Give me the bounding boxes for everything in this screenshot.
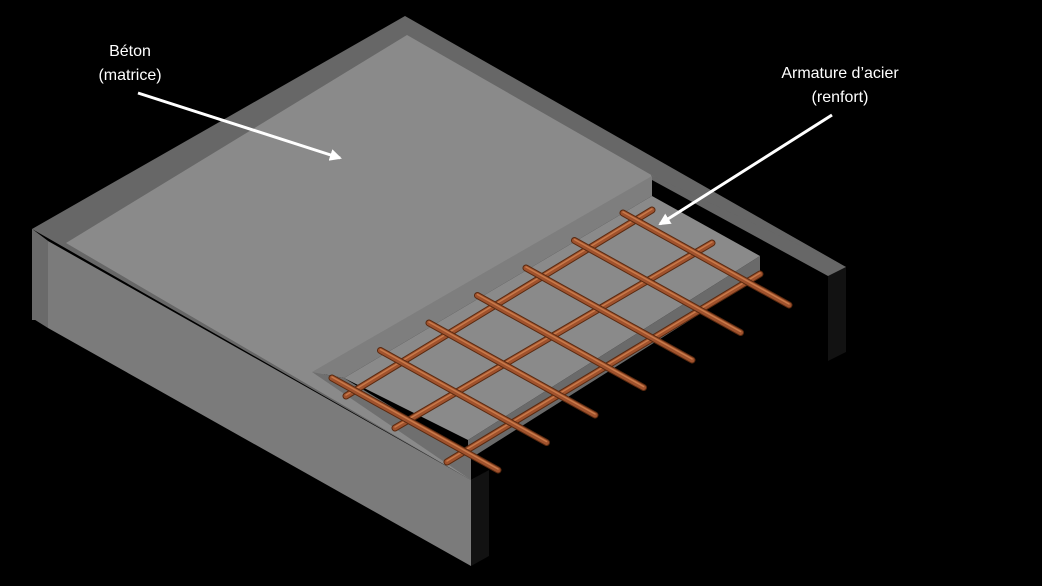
rebar-transverse [329,375,501,473]
slab-left-end [32,229,48,328]
rebar-transverse-highlight [622,211,790,305]
rebar-longitudinal [343,207,655,399]
steel-label-line2: (renfort) [811,89,869,106]
slab-front-wall-cut [312,372,471,480]
steel-label-line1: Armature d’acier [781,65,899,82]
concrete-label: Béton (matrice) [70,40,190,88]
rebar-transverse-highlight [379,348,548,443]
rebar-transverse-highlight [331,376,499,470]
cutaway-floor [312,176,652,378]
rebar-transverse [523,265,695,363]
rebar-transverse [378,348,549,445]
slab-front-face-main [48,241,471,566]
rebar-longitudinal-highlight [345,208,653,396]
rebar-transverse-highlight [476,293,645,388]
rebar-transverse-highlight [428,321,596,415]
steel-arrow [658,113,833,226]
rebar-transverse [475,293,646,390]
rebar-transverse [620,210,792,308]
concrete-label-line1: Béton [109,43,151,60]
concrete-label-line2: (matrice) [98,67,162,84]
rebar-transverse-highlight [573,238,742,333]
rebar-transverse [426,320,598,418]
slab-front-cut-face [471,470,489,566]
concrete-arrow [137,91,342,161]
rebar-transverse [572,238,743,335]
steel-label: Armature d’acier (renfort) [740,62,940,110]
slab-back-wall-face [828,267,846,361]
cutaway-inner-face [344,196,760,440]
rebar-transverse-highlight [525,266,693,360]
rebar-grid [328,206,793,474]
